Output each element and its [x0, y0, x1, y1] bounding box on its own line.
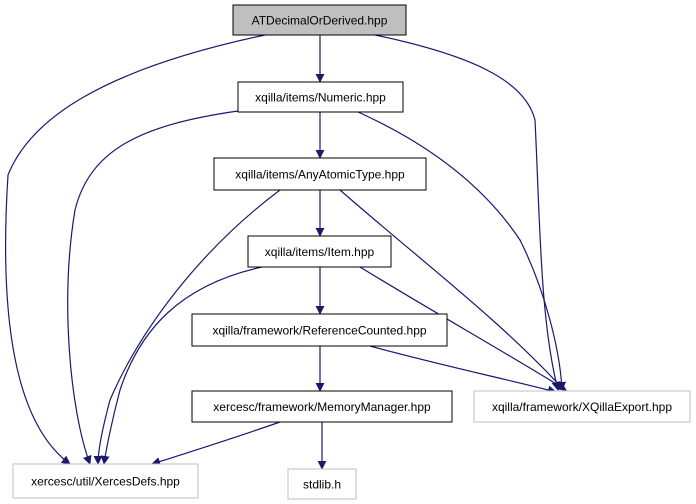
node-box — [213, 157, 427, 191]
node-stdlib[interactable]: stdlib.h — [287, 468, 357, 500]
edges-layer — [5, 34, 567, 470]
node-box — [232, 4, 407, 36]
nodes-layer: ATDecimalOrDerived.hpp xqilla/items/Nume… — [12, 4, 691, 500]
node-numeric[interactable]: xqilla/items/Numeric.hpp — [237, 81, 404, 113]
node-refcounted[interactable]: xqilla/framework/ReferenceCounted.hpp — [191, 313, 448, 347]
node-label: xercesc/framework/MemoryManager.hpp — [213, 400, 431, 414]
edge-refcounted-xqexport — [369, 345, 557, 395]
edge-item-xercesdefs — [100, 266, 263, 465]
node-item[interactable]: xqilla/items/Item.hpp — [247, 235, 392, 268]
edge-numeric-xercesdefs — [67, 110, 239, 465]
node-box — [247, 235, 392, 268]
node-label: ATDecimalOrDerived.hpp — [252, 14, 388, 28]
node-xercesdefs[interactable]: xercesc/util/XercesDefs.hpp — [12, 463, 199, 499]
node-label: xqilla/items/AnyAtomicType.hpp — [235, 168, 405, 182]
node-label: xqilla/framework/XQillaExport.hpp — [492, 400, 672, 414]
node-box — [191, 313, 448, 347]
node-box — [191, 390, 453, 423]
node-label: xqilla/framework/ReferenceCounted.hpp — [212, 324, 426, 338]
node-atdecimal[interactable]: ATDecimalOrDerived.hpp — [232, 4, 407, 36]
node-box — [237, 81, 404, 113]
edge-atdecimal-xqexport — [374, 34, 561, 391]
node-box — [12, 463, 199, 499]
node-box — [473, 390, 691, 423]
node-label: stdlib.h — [303, 478, 341, 492]
edge-item-xqexport — [359, 266, 567, 391]
edge-memmgr-xercesdefs — [151, 421, 281, 466]
node-xqexport[interactable]: xqilla/framework/XQillaExport.hpp — [473, 390, 691, 423]
node-label: xqilla/items/Item.hpp — [265, 245, 375, 259]
node-memmgr[interactable]: xercesc/framework/MemoryManager.hpp — [191, 390, 453, 423]
edge-numeric-xqexport — [357, 111, 567, 391]
node-box — [287, 468, 357, 500]
edge-anyatomic-xercesdefs — [93, 189, 281, 465]
edge-atdecimal-xercesdefs — [5, 34, 266, 465]
node-label: xercesc/util/XercesDefs.hpp — [31, 475, 180, 489]
edge-anyatomic-xqexport — [339, 189, 565, 391]
node-label: xqilla/items/Numeric.hpp — [255, 91, 386, 105]
node-anyatomic[interactable]: xqilla/items/AnyAtomicType.hpp — [213, 157, 427, 191]
